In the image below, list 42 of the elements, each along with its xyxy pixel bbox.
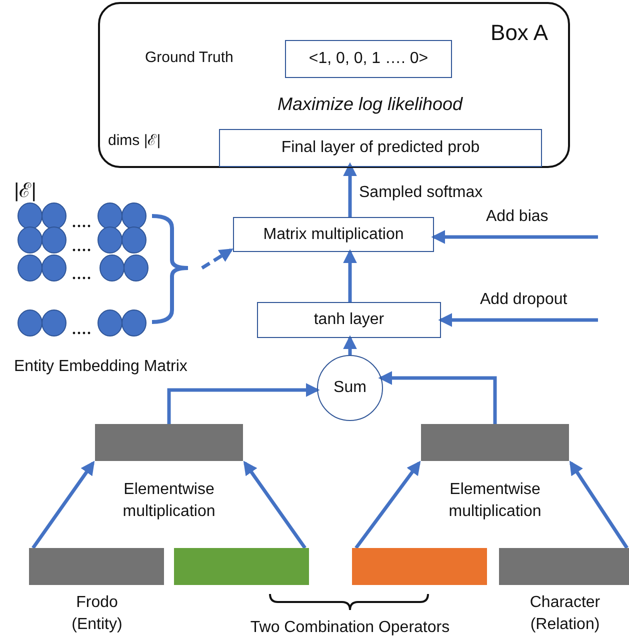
node-text: <1, 0, 0, 1 …. 0>: [308, 50, 428, 68]
arrow: [378, 371, 497, 424]
panel-text: dims |ℰ|: [108, 132, 161, 150]
process-box: [285, 40, 452, 78]
panel-text: Ground Truth: [145, 49, 234, 67]
vector-bar: [95, 424, 243, 461]
process-box: [257, 302, 441, 338]
arrow: [201, 248, 234, 270]
arrow: [569, 460, 628, 549]
node-caption: |ℰ|: [14, 179, 38, 204]
node-caption: Entity Embedding Matrix: [14, 357, 188, 377]
vector-bar: [174, 548, 309, 585]
edge-label: Sampled softmax: [357, 184, 485, 202]
arrow: [32, 460, 95, 549]
edge-label: Add dropout: [478, 291, 570, 309]
process-box: [219, 129, 542, 167]
node-caption: Elementwise multiplication: [122, 480, 216, 522]
sum-circle: [317, 355, 383, 421]
node-text: Sum: [334, 379, 366, 397]
vector-bar: [421, 424, 569, 461]
arrow: [167, 383, 320, 424]
arrow: [243, 460, 306, 549]
node-text: Matrix multiplication: [263, 226, 404, 244]
node-text: tanh layer: [314, 311, 384, 329]
panel-text: Maximize log likelihood: [276, 94, 464, 116]
rounded-panel: [98, 2, 570, 168]
arrow: [438, 313, 598, 327]
vector-bar: [352, 548, 487, 585]
arrow: [343, 249, 357, 302]
process-box: [233, 217, 434, 252]
node-text: Final layer of predicted prob: [281, 139, 480, 157]
node-caption: Elementwise multiplication: [448, 480, 542, 522]
vector-bar: [29, 548, 164, 585]
arrow: [343, 162, 357, 217]
arrow: [343, 335, 357, 355]
vector-bar: [499, 548, 629, 585]
arrow: [431, 230, 598, 244]
node-caption: Character (Relation): [528, 593, 602, 635]
group-label: Two Combination Operators: [249, 618, 451, 638]
arrow: [354, 460, 421, 550]
panel-title: Box A: [490, 20, 548, 46]
node-caption: Frodo (Entity): [70, 593, 124, 635]
